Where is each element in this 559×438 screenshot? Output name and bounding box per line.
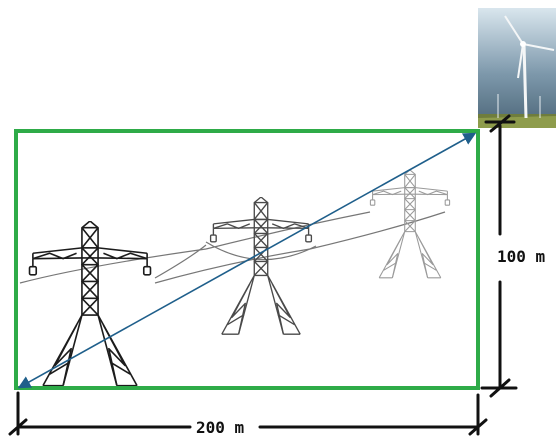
power-pylon-icon [369,170,451,279]
height-dimension [480,114,518,398]
power-pylon-icon [28,221,152,387]
diagonal-arrow [17,132,477,389]
wind-turbine-photo [478,8,556,128]
width-label: 200 m [196,418,245,437]
width-dimension [8,391,488,436]
height-label: 100 m [497,247,546,266]
